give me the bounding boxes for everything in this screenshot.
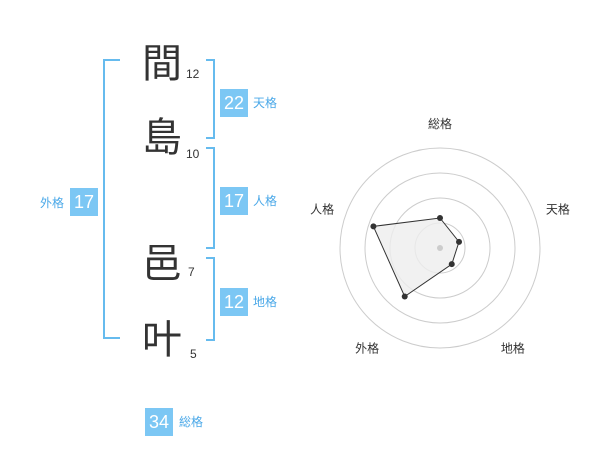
name-char-1: 間: [142, 41, 182, 87]
stroke-count-1: 12: [186, 67, 200, 81]
jinkaku-value: 17: [220, 187, 249, 215]
soukaku-label: 総格: [179, 415, 204, 429]
tenkaku-label: 天格: [253, 96, 278, 110]
radar-point-2: [456, 238, 463, 245]
name-char-3: 邑: [142, 241, 182, 287]
radar-center-point: [437, 245, 443, 251]
jinkaku-label: 人格: [253, 194, 278, 208]
radar-ring-3: [364, 172, 516, 324]
radar-point-3: [448, 261, 455, 268]
chikaku-value: 12: [220, 288, 249, 316]
stroke-count-2: 10: [186, 147, 200, 161]
soukaku-value: 34: [145, 408, 174, 436]
gaikaku-bracket: [103, 59, 120, 339]
chikaku-bracket: [206, 257, 215, 341]
radar-ring-4: [339, 147, 541, 349]
radar-points: [370, 215, 463, 300]
radar-axis-label-5: 人格: [310, 202, 334, 217]
radar-axis-label-3: 地格: [501, 340, 525, 355]
gaikaku-value: 17: [70, 188, 99, 216]
jinkaku-bracket: [206, 147, 215, 249]
chikaku-label: 地格: [253, 295, 278, 309]
radar-axis-label-4: 外格: [355, 340, 379, 355]
radar-grid: [339, 147, 541, 349]
stroke-count-4: 5: [190, 347, 197, 361]
gaikaku-label: 外格: [40, 196, 65, 210]
radar-point-4: [401, 293, 408, 300]
radar-axis-label-1: 総格: [428, 116, 452, 131]
radar-polygon: [372, 217, 460, 298]
tenkaku-value: 22: [220, 89, 249, 117]
stroke-count-3: 7: [188, 265, 195, 279]
radar-point-1: [437, 215, 443, 221]
name-char-2: 島: [142, 115, 182, 161]
radar-axis-label-2: 天格: [546, 202, 570, 217]
tenkaku-bracket: [206, 59, 215, 139]
radar-point-5: [370, 223, 377, 230]
name-char-4: 叶: [142, 317, 182, 363]
